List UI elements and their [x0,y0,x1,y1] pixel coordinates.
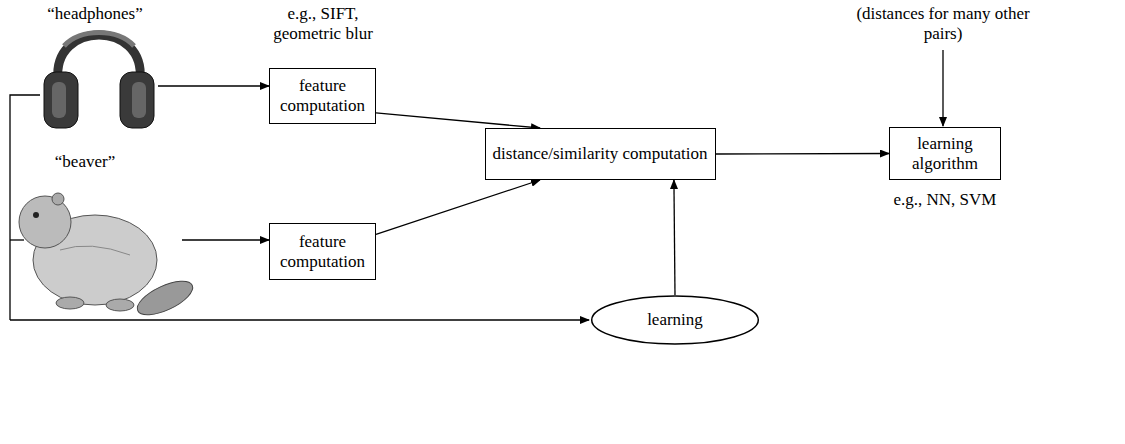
process-box: distance/similarity computation [485,128,716,180]
node-text: distance/similarity computation [493,144,708,164]
node-text: learning [647,310,703,330]
node-text: feature computation [276,76,369,115]
bracket-line [10,95,40,320]
bracket-line [10,239,24,240]
annotation-label: “beaver” [15,152,155,172]
process-box: feature computation [269,223,376,280]
annotation-label: (distances for many other pairs) [856,4,1031,43]
bracket-arrow [10,319,589,320]
input-arrow [158,85,269,86]
flow-arrow [674,180,675,295]
process-ellipse: learning [590,295,760,345]
process-box: feature computation [269,68,376,124]
flow-arrow [376,180,540,234]
annotation-label: e.g., NN, SVM [870,190,1020,210]
beaver-picture [19,193,197,322]
headphones-picture [44,33,154,129]
flow-arrow [716,153,890,155]
input-arrow [182,239,269,240]
node-text: feature computation [276,232,369,271]
annotation-label: e.g., SIFT, geometric blur [263,4,383,43]
annotation-label: “headphones” [15,4,175,24]
input-arrow [942,50,943,126]
flow-arrow [376,113,540,128]
node-text: learning algorithm [896,134,994,173]
process-box: learning algorithm [889,127,1001,180]
